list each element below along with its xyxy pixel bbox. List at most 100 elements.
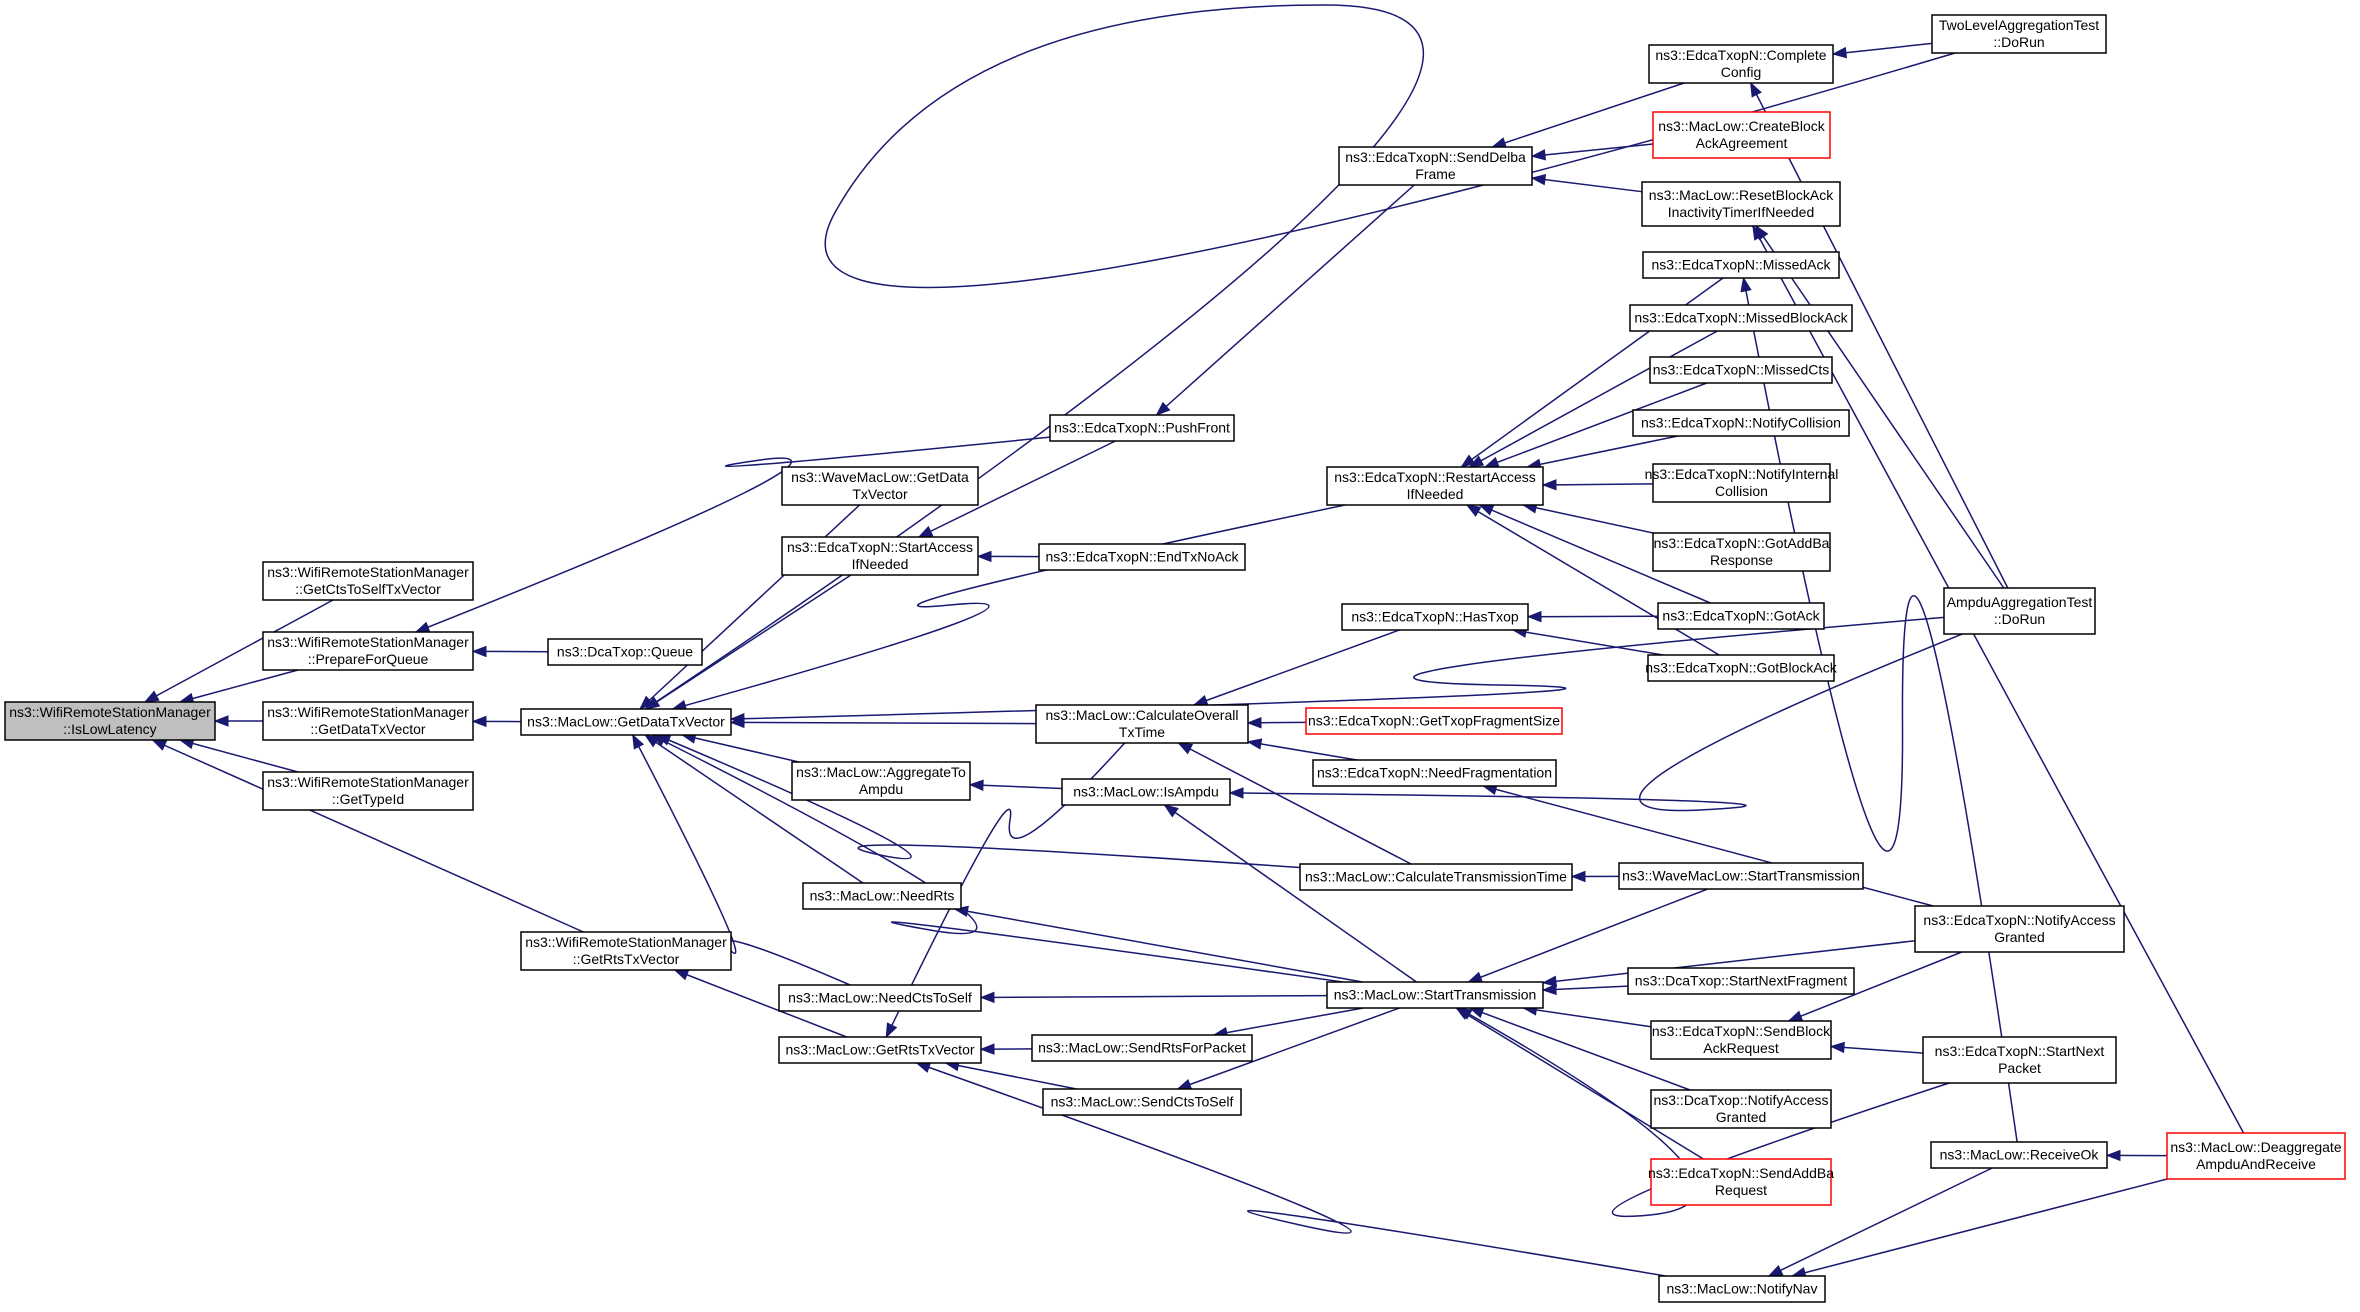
node-label-line: ns3::MacLow::SendRtsForPacket [1038, 1040, 1246, 1056]
node-twolevelaggregationtest[interactable]: TwoLevelAggregationTest::DoRun [1931, 14, 2107, 54]
node-endtxnoack[interactable]: ns3::EdcaTxopN::EndTxNoAck [1038, 543, 1246, 571]
call-edge [1750, 82, 2009, 589]
node-label-line: ns3::EdcaTxopN::MissedCts [1653, 362, 1830, 378]
node-isampdu[interactable]: ns3::MacLow::IsAmpdu [1061, 778, 1231, 806]
call-edge [1752, 225, 2245, 1134]
arrowhead-icon [968, 779, 984, 791]
call-edge [1523, 1007, 1652, 1028]
node-dcatxop-queue[interactable]: ns3::DcaTxop::Queue [547, 638, 703, 666]
node-missedblockack[interactable]: ns3::EdcaTxopN::MissedBlockAck [1629, 304, 1853, 332]
call-edge [1484, 382, 1707, 468]
node-root[interactable]: ns3::WifiRemoteStationManager::IsLowLate… [4, 701, 216, 741]
node-label-line: ns3::MacLow::ReceiveOk [1940, 1147, 2100, 1163]
node-missedcts[interactable]: ns3::EdcaTxopN::MissedCts [1649, 356, 1833, 384]
arrowhead-icon [1541, 983, 1557, 996]
arrowhead-icon [1752, 224, 1765, 241]
call-edge [645, 574, 852, 710]
node-label-line: ns3::MacLow::CalculateTransmissionTime [1305, 869, 1567, 885]
call-edge [1830, 1045, 1924, 1054]
call-edge [152, 739, 584, 933]
node-box [1299, 863, 1573, 891]
node-label-line: ns3::EdcaTxopN::NotifyInternal [1645, 466, 1839, 482]
arrowhead-icon [1177, 742, 1194, 755]
arrowhead-icon [471, 645, 487, 658]
call-edge [1832, 42, 1933, 55]
node-sendctstoself[interactable]: ns3::MacLow::SendCtsToSelf [1042, 1088, 1242, 1116]
node-maclow-getdatatxvector[interactable]: ns3::MacLow::GetDataTxVector [520, 708, 732, 736]
arrowhead-icon [143, 690, 160, 703]
node-wavemaclow-starttransmission[interactable]: ns3::WaveMacLow::StartTransmission [1618, 862, 1864, 890]
node-label-line: ns3::DcaTxop::StartNextFragment [1635, 973, 1848, 989]
node-box [1650, 1089, 1832, 1129]
arrowhead-icon [1530, 173, 1547, 186]
node-box [1642, 251, 1840, 279]
node-getdatatxvector-wrsm[interactable]: ns3::WifiRemoteStationManager::GetDataTx… [262, 701, 474, 741]
node-ampduaggregationtest[interactable]: AmpduAggregationTest::DoRun [1943, 587, 2096, 635]
node-label-line: IfNeeded [852, 556, 909, 572]
node-resetblockack[interactable]: ns3::MacLow::ResetBlockAckInactivityTime… [1641, 181, 1841, 227]
node-gotack[interactable]: ns3::EdcaTxopN::GotAck [1657, 602, 1825, 630]
node-prepareforqueue[interactable]: ns3::WifiRemoteStationManager::PrepareFo… [262, 631, 474, 671]
nodes-layer: ns3::WifiRemoteStationManager::IsLowLate… [4, 14, 2346, 1303]
node-getctstoself[interactable]: ns3::WifiRemoteStationManager::GetCtsToS… [262, 561, 474, 601]
node-box [1658, 1275, 1826, 1303]
node-sendrtsforpacket[interactable]: ns3::MacLow::SendRtsForPacket [1031, 1034, 1253, 1062]
node-pushfront[interactable]: ns3::EdcaTxopN::PushFront [1049, 414, 1235, 442]
node-gettxopfragmentsize[interactable]: ns3::EdcaTxopN::GetTxopFragmentSize [1305, 707, 1563, 735]
node-notifynav[interactable]: ns3::MacLow::NotifyNav [1658, 1275, 1826, 1303]
arrowhead-icon [1526, 610, 1542, 623]
node-label-line: Config [1721, 64, 1761, 80]
node-box [1031, 1034, 1253, 1062]
call-edge [645, 4, 1956, 710]
node-needctstoself[interactable]: ns3::MacLow::NeedCtsToSelf [778, 984, 982, 1012]
node-label-line: ns3::MacLow::IsAmpdu [1073, 784, 1219, 800]
node-getrtstxvector-wrsm[interactable]: ns3::WifiRemoteStationManager::GetRtsTxV… [520, 931, 732, 971]
node-box [1618, 862, 1864, 890]
node-startnextfragment[interactable]: ns3::DcaTxop::StartNextFragment [1627, 967, 1855, 995]
node-needfragmentation[interactable]: ns3::EdcaTxopN::NeedFragmentation [1312, 759, 1557, 787]
call-edge [1542, 940, 1916, 984]
node-missedack[interactable]: ns3::EdcaTxopN::MissedAck [1642, 251, 1840, 279]
node-box [1649, 356, 1833, 384]
node-hastxop[interactable]: ns3::EdcaTxopN::HasTxop [1341, 603, 1529, 631]
node-receiveok[interactable]: ns3::MacLow::ReceiveOk [1930, 1141, 2108, 1169]
node-maclow-getrtstxvector[interactable]: ns3::MacLow::GetRtsTxVector [778, 1036, 982, 1064]
node-box [1629, 304, 1853, 332]
node-box [1035, 704, 1249, 744]
node-needrts[interactable]: ns3::MacLow::NeedRts [802, 882, 962, 910]
node-wavemaclow-getdatatxvector[interactable]: ns3::WaveMacLow::GetDataTxVector [781, 466, 979, 506]
node-label-line: ns3::EdcaTxopN::HasTxop [1351, 609, 1519, 625]
call-edge [415, 436, 1051, 633]
node-gotblockack[interactable]: ns3::EdcaTxopN::GotBlockAck [1645, 654, 1838, 682]
arrowhead-icon [915, 1062, 932, 1073]
node-notifycollision[interactable]: ns3::EdcaTxopN::NotifyCollision [1632, 409, 1850, 437]
arrowhead-icon [1740, 276, 1752, 293]
arrowhead-icon [1155, 401, 1171, 416]
node-label-line: ns3::MacLow::SendCtsToSelf [1051, 1094, 1234, 1110]
node-maclow-starttransmission[interactable]: ns3::MacLow::StartTransmission [1326, 981, 1544, 1009]
call-edge [1512, 629, 1664, 656]
node-calculatetransmissiontime[interactable]: ns3::MacLow::CalculateTransmissionTime [1299, 863, 1573, 891]
node-gettypeid[interactable]: ns3::WifiRemoteStationManager::GetTypeId [262, 771, 474, 811]
node-label-line: ns3::WifiRemoteStationManager [525, 934, 727, 950]
node-box [4, 701, 216, 741]
call-edge [1755, 225, 2005, 589]
arrowhead-icon [1456, 1007, 1473, 1020]
call-edge [1156, 184, 1415, 416]
call-edge [1792, 1178, 2168, 1277]
